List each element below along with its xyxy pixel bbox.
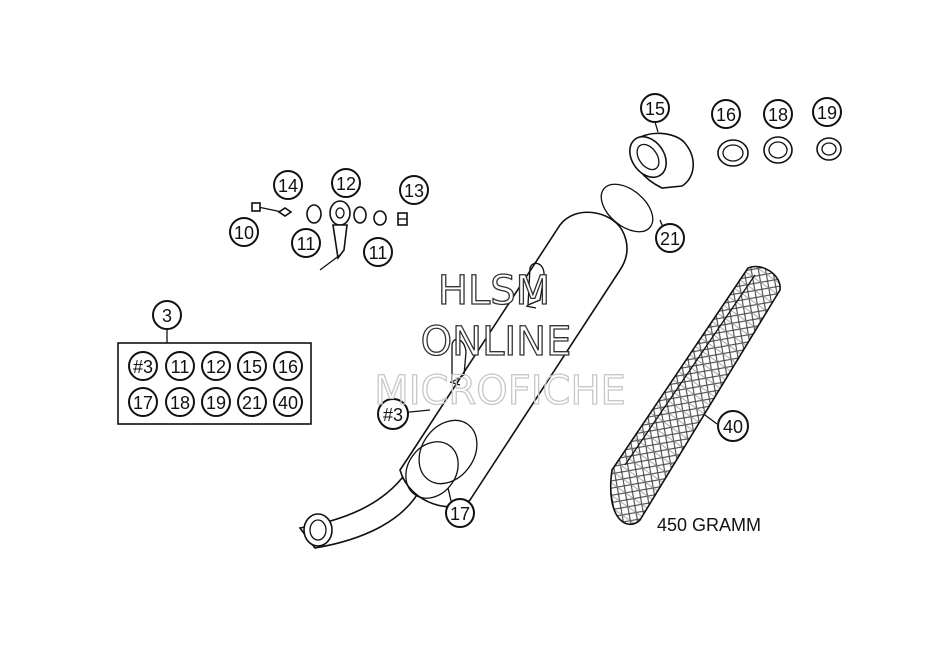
callout-c16[interactable]: 16: [711, 99, 741, 129]
silencer-body[interactable]: [395, 211, 628, 508]
kit-item-6[interactable]: 18: [165, 387, 195, 417]
callout-c15-label: 15: [645, 99, 665, 119]
watermark-line2: ONLINE: [421, 319, 572, 365]
callout-c-hash3[interactable]: #3: [377, 398, 409, 430]
callout-c17-label: 17: [450, 504, 470, 524]
callout-c16-label: 16: [716, 105, 736, 125]
callout-c18[interactable]: 18: [763, 99, 793, 129]
header-pipe[interactable]: [298, 476, 422, 549]
callout-c3-label: 3: [162, 306, 172, 326]
kit-item-1[interactable]: 11: [165, 351, 195, 381]
ring-18[interactable]: [763, 136, 793, 164]
callout-c13[interactable]: 13: [399, 175, 429, 205]
kit-items: #3 11 12 15 16 17 18 19 21 40: [128, 351, 303, 417]
watermark: HLSM ONLINE MICROFICHE: [374, 267, 627, 414]
callout-c19-label: 19: [817, 103, 837, 123]
kit-item-4[interactable]: 16: [273, 351, 303, 381]
callout-c40-label: 40: [723, 417, 743, 437]
kit-item-9[interactable]: 40: [273, 387, 303, 417]
callout-c17[interactable]: 17: [445, 498, 475, 528]
kit-item-9-label: 40: [278, 393, 298, 413]
bushing-16[interactable]: [717, 139, 749, 167]
watermark-line1: HLSM: [438, 268, 550, 314]
kit-item-0[interactable]: #3: [128, 351, 158, 381]
kit-item-2[interactable]: 12: [201, 351, 231, 381]
sleeve-19[interactable]: [816, 137, 842, 161]
callout-c11b[interactable]: 11: [363, 237, 393, 267]
callout-c21-label: 21: [660, 229, 680, 249]
callout-c3[interactable]: 3: [152, 300, 182, 330]
kit-item-8-label: 21: [242, 393, 262, 413]
kit-item-2-label: 12: [206, 357, 226, 377]
damping-wool[interactable]: [609, 265, 781, 526]
callout-c12-label: 12: [336, 174, 356, 194]
kit-item-5-label: 17: [133, 393, 153, 413]
callout-c18-label: 18: [768, 105, 788, 125]
kit-item-6-label: 18: [170, 393, 190, 413]
watermark-line3: MICROFICHE: [374, 368, 626, 414]
weight-note: 450 GRAMM: [657, 515, 761, 535]
callout-c13-label: 13: [404, 181, 424, 201]
callout-c19[interactable]: 19: [812, 97, 842, 127]
kit-item-8[interactable]: 21: [237, 387, 267, 417]
callout-c15[interactable]: 15: [640, 93, 670, 123]
callout-c14[interactable]: 14: [273, 170, 303, 200]
callout-c11a-label: 11: [297, 234, 316, 254]
kit-item-4-label: 16: [278, 357, 298, 377]
o-ring[interactable]: [592, 175, 661, 241]
callout-c11a[interactable]: 11: [291, 228, 321, 258]
kit-item-7[interactable]: 19: [201, 387, 231, 417]
callout-c11b-label: 11: [369, 243, 388, 263]
callout-c40[interactable]: 40: [717, 410, 749, 442]
mounting-hardware[interactable]: [251, 200, 408, 271]
kit-item-0-label: #3: [133, 357, 153, 377]
kit-item-5[interactable]: 17: [128, 387, 158, 417]
kit-item-3-label: 15: [242, 357, 262, 377]
callout-c12[interactable]: 12: [331, 168, 361, 198]
callout-c-hash3-label: #3: [383, 405, 403, 425]
kit-item-7-label: 19: [206, 393, 226, 413]
kit-item-3[interactable]: 15: [237, 351, 267, 381]
callout-c21[interactable]: 21: [655, 223, 685, 253]
callout-c14-label: 14: [278, 176, 298, 196]
callout-group: 3 10 11 11 12 13 14 15 16 18 19 21 17 40 #3: [152, 93, 842, 528]
callout-c10[interactable]: 10: [229, 217, 259, 247]
callout-c10-label: 10: [234, 223, 254, 243]
kit-item-1-label: 11: [171, 357, 190, 377]
end-cap[interactable]: [622, 130, 694, 189]
